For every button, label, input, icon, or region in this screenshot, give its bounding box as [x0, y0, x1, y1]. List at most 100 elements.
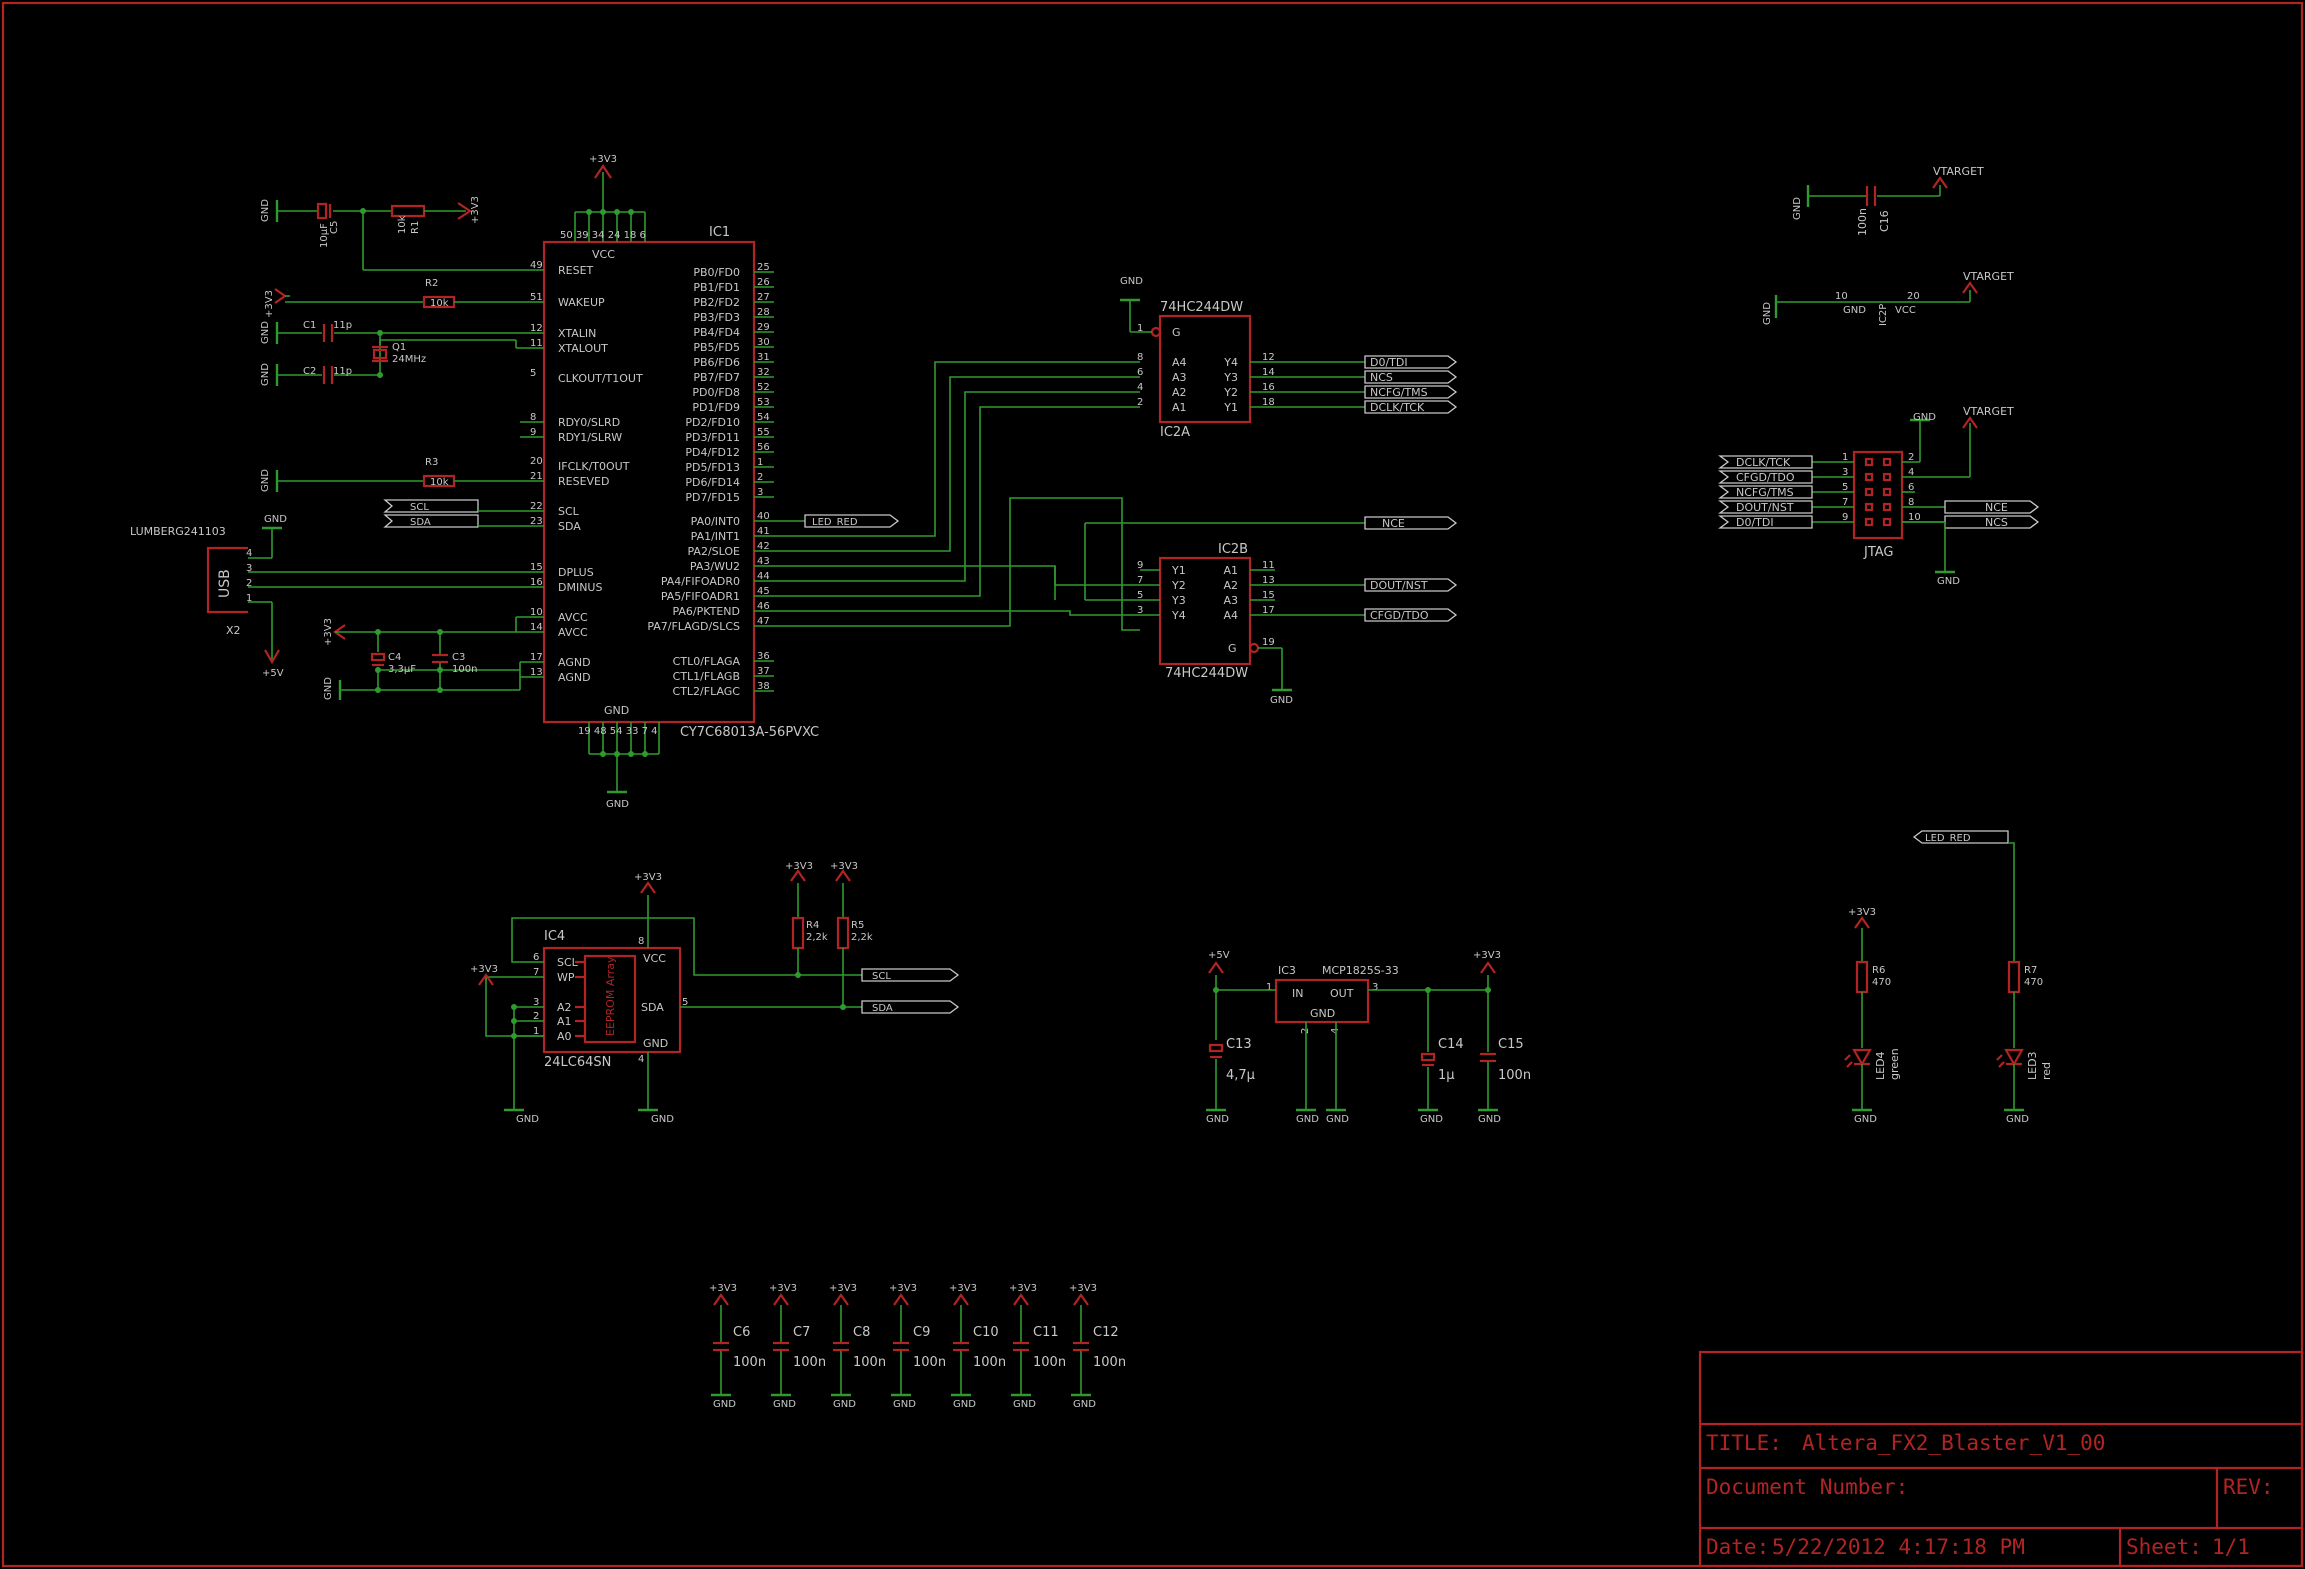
nce-net-port[interactable]: NCE — [1084, 516, 1458, 601]
ic1-pin-name: PA7/FLAGD/SLCS — [647, 620, 740, 633]
ic1-pin-number: 32 — [757, 367, 770, 378]
svg-text:4: 4 — [638, 1054, 644, 1065]
svg-text:+3V3: +3V3 — [1848, 907, 1876, 918]
svg-text:A0: A0 — [557, 1030, 572, 1043]
r2-ref: R2 — [425, 278, 438, 289]
net-label: DOUT/NST — [1370, 579, 1428, 592]
usb-label: USB — [217, 569, 233, 598]
wakeup-network[interactable]: R2 10k +3V3 — [264, 278, 544, 318]
svg-text:5: 5 — [1842, 482, 1848, 493]
svg-text:GND: GND — [953, 1399, 976, 1410]
cap-ref: C12 — [1093, 1325, 1119, 1340]
ic1-scl-sda-ports[interactable]: SCL SDA — [383, 499, 544, 528]
reset-network[interactable]: GND +3V3 10µF C5 10k R1 — [260, 196, 544, 271]
svg-text:Y4: Y4 — [1223, 356, 1238, 369]
led-red-net-port[interactable]: LED_RED — [774, 514, 900, 528]
usb-connector[interactable]: USB LUMBERG241103 X2 4 3 2 1 GND +5V — [130, 514, 544, 679]
svg-text:GND: GND — [1854, 1114, 1877, 1125]
svg-text:A3: A3 — [1223, 594, 1238, 607]
svg-text:LED_RED: LED_RED — [812, 517, 858, 528]
jtag-net-port[interactable] — [1718, 500, 1813, 514]
svg-text:Y2: Y2 — [1171, 579, 1186, 592]
ic1-pin-number: 29 — [757, 322, 770, 333]
regulator-ic3[interactable]: IC3 MCP1825S-33 IN OUT GND 1 2 4 3 — [1266, 964, 1399, 1034]
ic1-pin-number: 8 — [530, 412, 536, 423]
svg-text:18: 18 — [1262, 397, 1275, 408]
usb-part: LUMBERG241103 — [130, 525, 226, 538]
jtag-net-port[interactable] — [1718, 515, 1813, 529]
ic1-fx2[interactable]: IC1 VCC GND CY7C68013A-56PVXC RESET49WAK… — [520, 225, 819, 740]
svg-text:11: 11 — [1262, 560, 1275, 571]
svg-text:GND: GND — [1120, 276, 1143, 287]
ic1-pin-number: 44 — [757, 571, 770, 582]
led-red-circuit[interactable]: LED_RED GND R7 470 LED3 red — [1912, 830, 2053, 1125]
svg-text:+3V3: +3V3 — [949, 1283, 977, 1294]
c2-value: 11p — [333, 366, 352, 377]
ic1-pin-number: 40 — [757, 511, 770, 522]
r5-ref: R5 — [851, 920, 864, 931]
svg-text:GND: GND — [260, 469, 271, 492]
ifclk-network[interactable]: R3 10k GND — [260, 457, 544, 492]
ic1-pin-number: 3 — [757, 487, 763, 498]
svg-text:+3V3: +3V3 — [470, 964, 498, 975]
crystal-network[interactable]: C1 11p C2 11p Q1 24MHz GND GND — [260, 320, 544, 386]
ic1-pin-number: 41 — [757, 526, 770, 537]
eeprom-ic4[interactable]: IC4 24LC64SN VCC GND SDA EEPROM Array 5 … — [533, 872, 688, 1125]
svg-text:NCE: NCE — [1382, 517, 1405, 530]
ic1-pin-number: 42 — [757, 541, 770, 552]
svg-text:8: 8 — [1908, 497, 1914, 508]
ic1-pin-number: 26 — [757, 277, 770, 288]
net-port[interactable] — [1364, 578, 1458, 592]
svg-text:TITLE:: TITLE: — [1706, 1431, 1782, 1455]
c14-value: 1µ — [1438, 1068, 1455, 1083]
svg-text:Y3: Y3 — [1171, 594, 1186, 607]
cap-value: 100n — [1033, 1355, 1066, 1370]
ic1-pin-name: PD7/FD15 — [685, 491, 740, 504]
net-port[interactable] — [1364, 385, 1458, 399]
svg-text:GND: GND — [1762, 302, 1773, 325]
jtag-net-port[interactable] — [1718, 485, 1813, 499]
svg-text:2: 2 — [246, 578, 252, 589]
ic1-pin-number: 47 — [757, 616, 770, 627]
net-port[interactable] — [1364, 355, 1458, 369]
analog-supply[interactable]: +3V3 GND C4 3,3µF C3 100n — [323, 616, 544, 700]
sheet-number: 1/1 — [2212, 1535, 2250, 1559]
svg-text:6: 6 — [533, 952, 539, 963]
ic1-supply-label: +3V3 — [589, 154, 617, 165]
ic1-pin-number: 55 — [757, 427, 770, 438]
svg-text:Document Number:: Document Number: — [1706, 1475, 1908, 1499]
cap-value: 100n — [973, 1355, 1006, 1370]
c4-ref: C4 — [388, 652, 401, 663]
svg-text:GND: GND — [606, 799, 629, 810]
r3-value: 10k — [430, 477, 449, 488]
svg-text:Y1: Y1 — [1171, 564, 1186, 577]
ic1-pin-name: PA6/PKTEND — [672, 605, 740, 618]
ic1-pin-name: CLKOUT/T1OUT — [558, 372, 643, 385]
net-port[interactable] — [1364, 400, 1458, 414]
ic1-pin-name: PA0/INT0 — [691, 515, 740, 528]
ic2p-power[interactable]: VTARGET GND 10 20 GND VCC IC2P — [1762, 270, 2014, 326]
svg-text:GND: GND — [833, 1399, 856, 1410]
jtag-net-port[interactable] — [1944, 500, 2040, 514]
led-green-circuit[interactable]: +3V3 GND R6 470 LED4 green — [1844, 907, 1901, 1125]
net-port[interactable] — [1364, 370, 1458, 384]
r6-ref: R6 — [1872, 965, 1885, 976]
ic1-pin-name: RESET — [558, 264, 594, 277]
svg-text:2: 2 — [533, 1011, 539, 1022]
net-port[interactable] — [1364, 608, 1458, 622]
jtag-net-port[interactable] — [1718, 455, 1813, 469]
c16-decoupling[interactable]: VTARGET GND 100n C16 — [1792, 165, 1984, 236]
svg-text:LED_RED: LED_RED — [1925, 833, 1971, 844]
jtag-net-port[interactable] — [1718, 470, 1813, 484]
decoupling-capacitors[interactable]: +3V3GNDC6100n+3V3GNDC7100n+3V3GNDC8100n+… — [709, 1283, 1126, 1410]
